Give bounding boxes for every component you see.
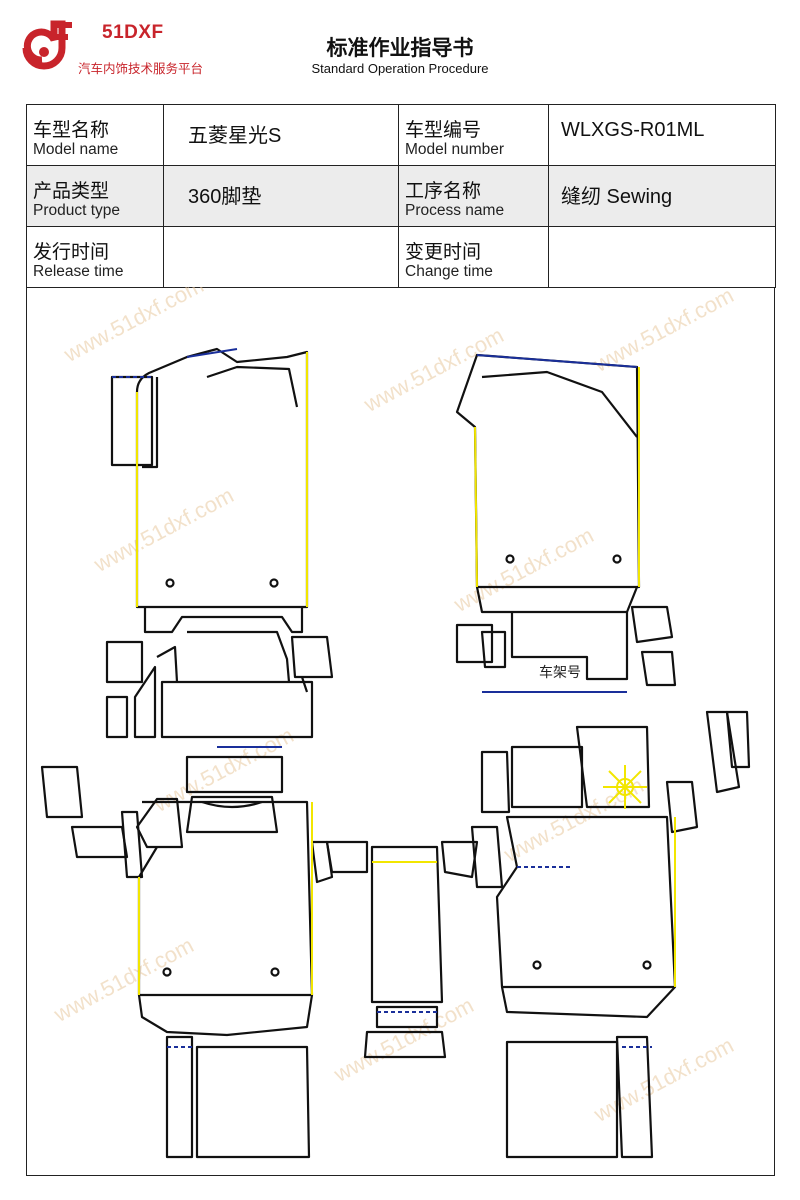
logo-subtitle: 汽车内饰技术服务平台 <box>78 61 204 76</box>
table-row: 产品类型 Product type 360脚垫 工序名称 Process nam… <box>26 165 776 227</box>
change-time-label-cell: 变更时间 Change time <box>398 226 549 288</box>
model-name-label-cn: 车型名称 <box>33 119 110 141</box>
change-time-value-cell <box>548 226 776 288</box>
rear-left-mat-piece <box>40 755 334 1159</box>
passenger-mat-piece: 车架号 <box>455 353 677 687</box>
process-name-label-cell: 工序名称 Process name <box>398 165 549 227</box>
logo-name: 51DXF <box>102 22 164 43</box>
table-row: 车型名称 Model name 五菱星光S 车型编号 Model number … <box>26 104 776 166</box>
change-time-label-cn: 变更时间 <box>405 241 482 263</box>
center-tunnel-piece <box>325 840 479 1059</box>
model-name-label-en: Model name <box>33 141 119 158</box>
flower-emblem-icon <box>603 765 647 809</box>
model-name-value: 五菱星光S <box>188 125 282 147</box>
process-name-label-cn: 工序名称 <box>405 180 482 202</box>
model-name-label-cell: 车型名称 Model name <box>26 104 164 166</box>
page-title: 标准作业指导书 <box>326 36 474 60</box>
product-type-label-cn: 产品类型 <box>33 180 110 202</box>
model-number-label-cell: 车型编号 Model number <box>398 104 549 166</box>
logo-mark-icon <box>22 20 72 70</box>
info-table: 车型名称 Model name 五菱星光S 车型编号 Model number … <box>26 104 776 288</box>
release-time-label-cn: 发行时间 <box>33 241 110 263</box>
product-type-value-cell: 360脚垫 <box>163 165 399 227</box>
rear-right-mat-piece <box>470 710 751 1159</box>
process-name-value: 缝纫 Sewing <box>561 186 673 208</box>
product-type-label-en: Product type <box>33 202 121 219</box>
model-number-value: WLXGS-R01ML <box>561 119 705 141</box>
release-time-label-cell: 发行时间 Release time <box>26 226 164 288</box>
page-subtitle: Standard Operation Procedure <box>311 61 489 76</box>
pattern-diagram-area: www.51dxf.com www.51dxf.com www.51dxf.co… <box>26 287 775 1176</box>
model-name-value-cell: 五菱星光S <box>163 104 399 166</box>
model-number-label-cn: 车型编号 <box>405 119 482 141</box>
edge-markers <box>112 348 676 1048</box>
table-row: 发行时间 Release time 变更时间 Change time <box>26 226 776 288</box>
product-type-label-cell: 产品类型 Product type <box>26 165 164 227</box>
release-time-value-cell <box>163 226 399 288</box>
driver-mat-piece <box>105 347 334 739</box>
release-time-label-en: Release time <box>33 263 124 280</box>
process-name-label-en: Process name <box>405 202 505 219</box>
model-number-label-en: Model number <box>405 141 505 158</box>
change-time-label-en: Change time <box>405 263 493 280</box>
logo: 51DXF 汽车内饰技术服务平台 <box>22 14 262 78</box>
model-number-value-cell: WLXGS-R01ML <box>548 104 776 166</box>
product-type-value: 360脚垫 <box>188 186 262 208</box>
floor-mat-pattern-drawing: 车架号 <box>40 347 751 1159</box>
frame-number-label: 车架号 <box>539 664 581 681</box>
process-name-value-cell: 缝纫 Sewing <box>548 165 776 227</box>
